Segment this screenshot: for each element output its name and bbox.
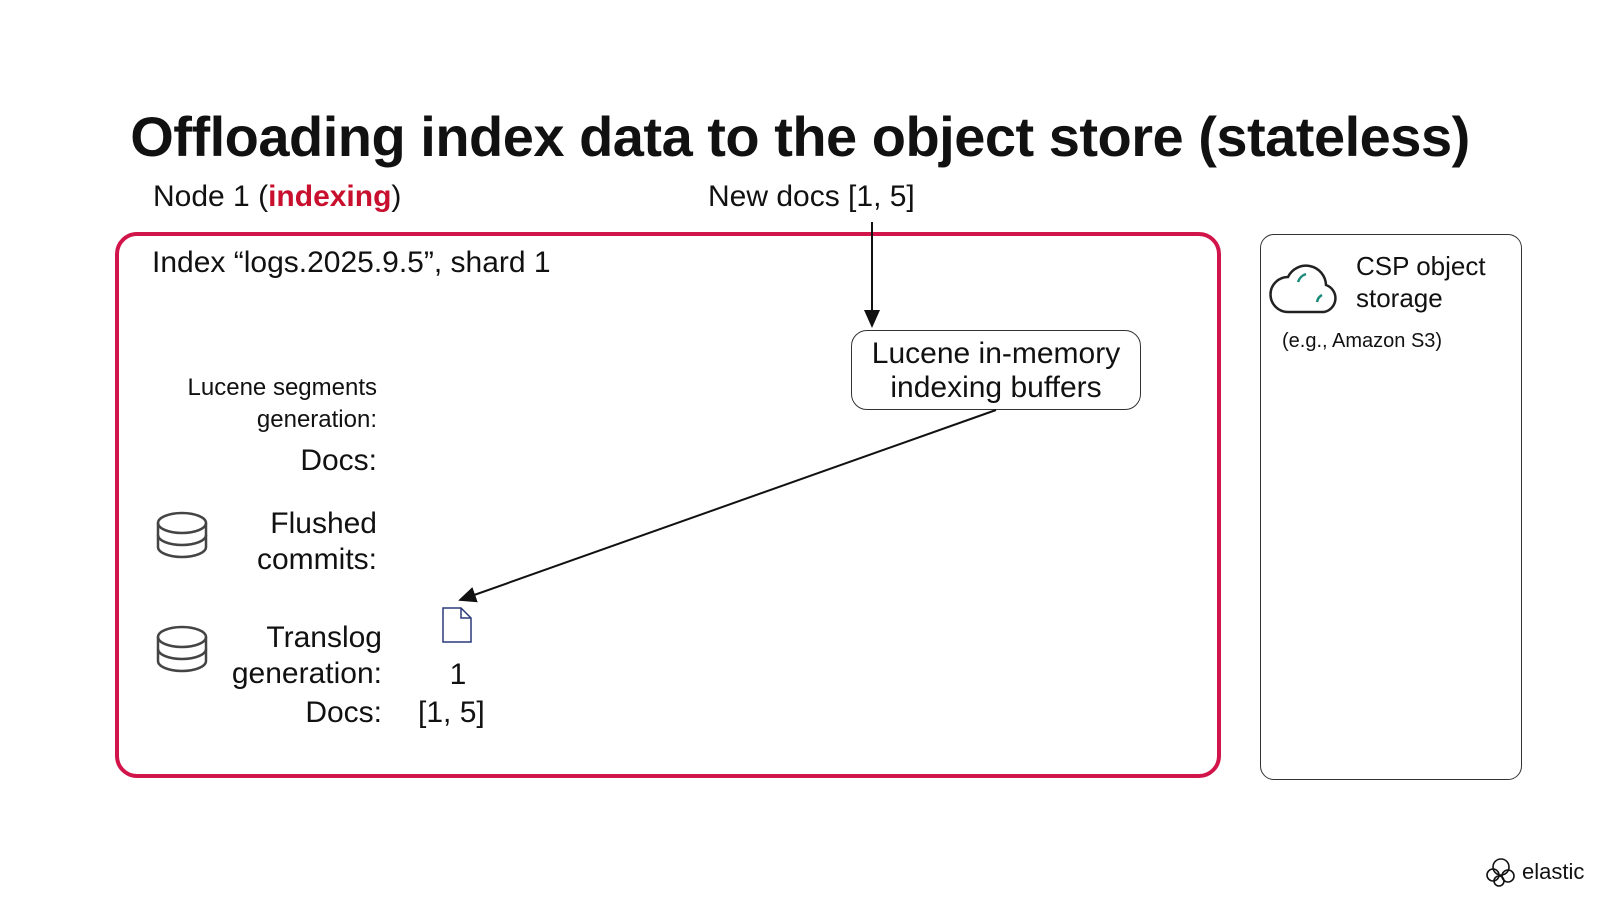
node-label-suffix: ) <box>391 180 402 213</box>
node-label: Node 1 (indexing) <box>153 180 401 214</box>
buffer-line-1: Lucene in-memory <box>871 337 1121 370</box>
storage-title-line-1: CSP object <box>1356 251 1486 281</box>
elastic-brand-text: elastic <box>1522 859 1585 884</box>
node-container <box>115 232 1221 778</box>
node-role: indexing <box>268 180 392 213</box>
elastic-logo-icon <box>1486 858 1515 887</box>
segments-label-line-1: Lucene segments <box>187 374 377 401</box>
flushed-label-line-1: Flushed <box>270 507 377 540</box>
translog-label-line-2: generation: <box>231 657 382 690</box>
document-icon <box>442 607 472 643</box>
flushed-commits-label: Flushed commits: <box>230 506 377 578</box>
slide-title: Offloading index data to the object stor… <box>130 105 1470 168</box>
translog-generation-value: 1 <box>449 658 467 691</box>
database-icon <box>156 625 208 673</box>
translog-generation-label: Translog generation: <box>200 620 382 692</box>
flushed-label-line-2: commits: <box>257 543 377 576</box>
object-storage-container <box>1260 234 1522 780</box>
segments-generation-label: Lucene segments generation: <box>140 372 377 436</box>
node-label-prefix: Node 1 ( <box>153 180 269 213</box>
object-storage-example: (e.g., Amazon S3) <box>1282 330 1443 352</box>
cloud-icon <box>1269 264 1337 314</box>
storage-title-line-2: storage <box>1356 283 1443 313</box>
segments-label-line-2: generation: <box>256 406 377 433</box>
segments-docs-label: Docs: <box>300 444 377 477</box>
index-shard-label: Index “logs.2025.9.5”, shard 1 <box>152 246 551 279</box>
translog-docs-value: [1, 5] <box>418 696 485 729</box>
elastic-logo: elastic <box>1484 856 1584 888</box>
object-storage-title: CSP object storage <box>1356 250 1486 314</box>
arrow-buffer-to-translog <box>458 409 997 603</box>
indexing-buffer-box: Lucene in-memory indexing buffers <box>851 330 1141 410</box>
translog-label-line-1: Translog <box>266 621 382 654</box>
translog-docs-label: Docs: <box>305 696 382 729</box>
database-icon <box>156 511 208 559</box>
new-docs-label: New docs [1, 5] <box>708 180 915 213</box>
buffer-line-2: indexing buffers <box>890 371 1102 404</box>
